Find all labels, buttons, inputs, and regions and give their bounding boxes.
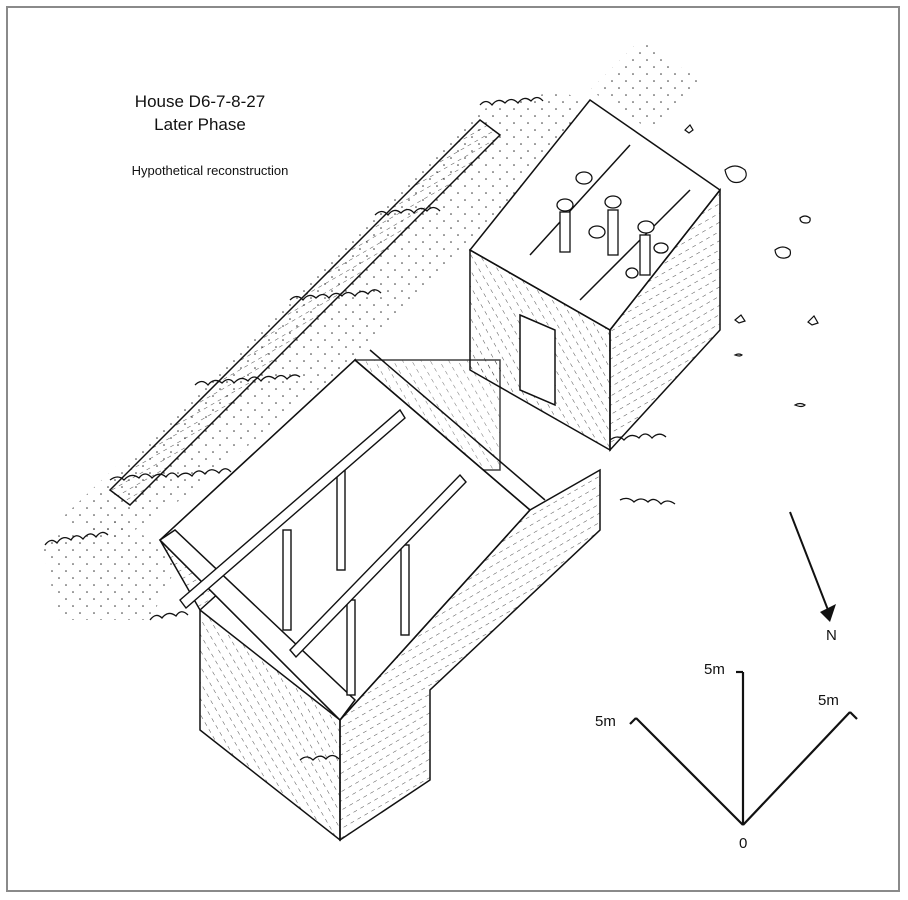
north-label: N [826, 627, 837, 644]
north-arrow [789, 511, 836, 622]
figure-title-phase: Later Phase [154, 115, 246, 134]
figure-title: House D6-7-8-27 [134, 92, 266, 111]
storage-jars [556, 171, 669, 279]
scattered-stones [684, 124, 819, 408]
scale-left-label: 5m [595, 713, 616, 730]
figure-frame [6, 6, 900, 892]
scale-origin-label: 0 [739, 835, 748, 852]
hall-columns [179, 408, 467, 696]
storage-room [468, 98, 722, 452]
figure-subtitle: Hypothetical reconstruction [131, 163, 289, 178]
scale-vertical-label: 5m [704, 661, 725, 678]
scale-axes [629, 670, 858, 826]
scale-right-label: 5m [818, 692, 839, 709]
